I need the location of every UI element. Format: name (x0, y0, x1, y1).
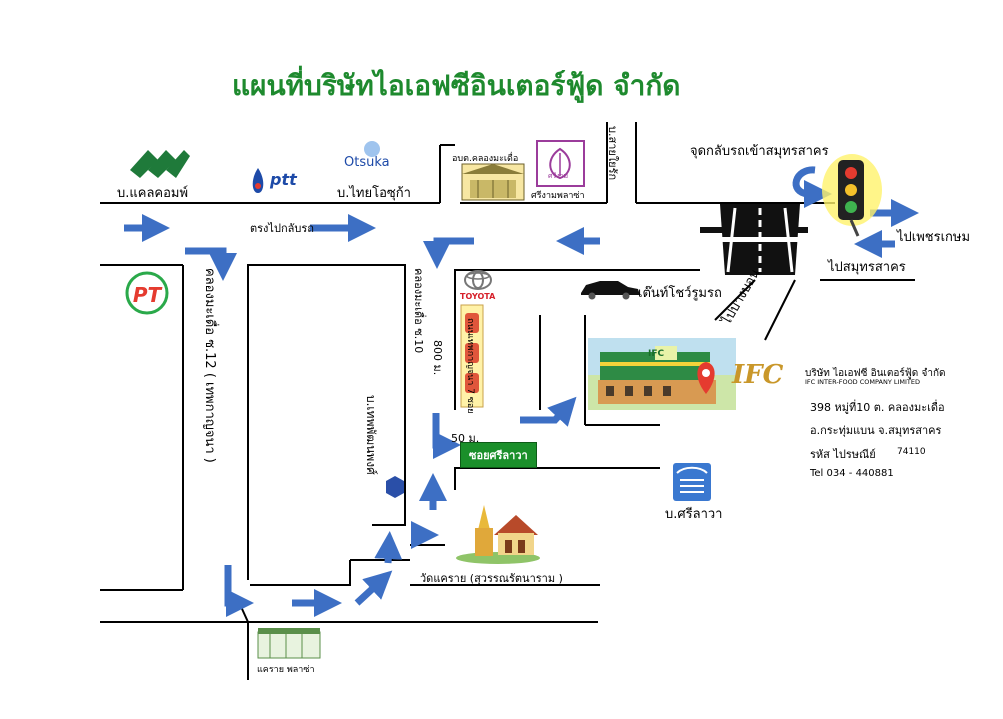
soi-sri-lawa-sign: ซอยศรีลาวา (460, 442, 537, 468)
svg-text:PT: PT (133, 283, 163, 307)
ptt-logo-text: ptt (270, 170, 297, 189)
sri-ngam-label: ศรีงามพลาซ่า (531, 191, 585, 201)
krai-plaza-label: แคราย พลาซ่า (257, 665, 315, 675)
sri-lawa-building-icon (673, 463, 711, 501)
otsuka-logo-text: Otsuka (344, 155, 390, 170)
right-top-road-label: บ.สายใยรัก (606, 126, 619, 181)
ifc-logo: IFC (732, 360, 784, 390)
toyota-soi-label: ถนนเทพกาญจนา 7 ซอย (465, 318, 475, 414)
direction-arrows (124, 199, 919, 617)
car-icon (581, 281, 640, 300)
calcomp-logo (130, 150, 190, 178)
to-phetkasem-label: ไปเพชรเกษม (897, 230, 971, 245)
toyota-banners (460, 304, 484, 408)
pt-logo-icon: PT (125, 271, 169, 315)
khlong-10-road-label: คลองมะเดื่อ ซ.10 (412, 268, 425, 354)
company-tel: Tel 034 - 440881 (810, 468, 894, 479)
traffic-light-icon (822, 154, 882, 237)
straight-uturn-label: ตรงไปกลับรถ (250, 222, 314, 235)
company-postal-label: รหัส ไปรษณีย์ (810, 448, 876, 461)
calcomp-label: บ.แคลคอมพ์ (117, 186, 189, 201)
page-title: แผนที่บริษัทไอเอฟซีอินเตอร์ฟู้ด จำกัด (232, 69, 681, 102)
otsuka-label: บ.ไทยโอซุก้า (337, 186, 411, 201)
district-office-icon (461, 163, 525, 201)
hexagon-marker-icon (386, 476, 404, 498)
to-samut-sakhon-label: ไปสมุทรสาคร (828, 260, 906, 275)
map-pin-icon (697, 362, 715, 394)
road-lines (100, 122, 915, 680)
otsuka-logo-icon (364, 141, 380, 157)
temple-label: วัดแคราย (สุวรรณรัตนาราม ) (420, 572, 563, 585)
district-office-label: อบต.คลองมะเดื่อ (452, 154, 519, 164)
u-turn-icon (792, 166, 832, 208)
company-name-th: บริษัท ไอเอฟซี อินเตอร์ฟู้ด จำกัด (805, 368, 946, 379)
sri-ngam-logo-text: ศรีงาม (548, 172, 569, 180)
sri-lawa-label: บ.ศรีลาวา (665, 507, 723, 522)
sri-ngam-logo-icon (536, 140, 585, 187)
car-showroom-label: เต๊นท์โชว์รูมรถ (638, 286, 722, 301)
distance-50-label: 50 ม. (451, 432, 480, 445)
company-postal-code: 74110 (897, 447, 926, 457)
company-address-1: 398 หมู่ที่10 ต. คลองมะเดื่อ (810, 401, 945, 414)
toyota-label: TOYOTA (460, 292, 496, 301)
flyover-icon (700, 204, 808, 275)
distance-800-label: 800 ม. (431, 340, 444, 376)
krai-plaza-icon (257, 628, 321, 659)
temple-icon (456, 505, 540, 564)
factory-sign: IFC (648, 349, 665, 359)
company-address-2: อ.กระทุ่มแบน จ.สมุทรสาคร (810, 424, 942, 437)
ptt-logo-icon (252, 168, 264, 193)
khlong-12-road-label: คลองมะเดื่อ ซ.12 ( เทพกาญจนา ) (202, 268, 217, 463)
company-name-en: IFC INTER-FOOD COMPANY LIMITED (805, 378, 921, 386)
toyota-logo-icon (464, 270, 492, 290)
u-turn-label: จุดกลับรถเข้าสมุทรสาคร (690, 144, 829, 159)
thep-road-label: บ.เทพพัฒนพงศ์ (364, 395, 378, 475)
